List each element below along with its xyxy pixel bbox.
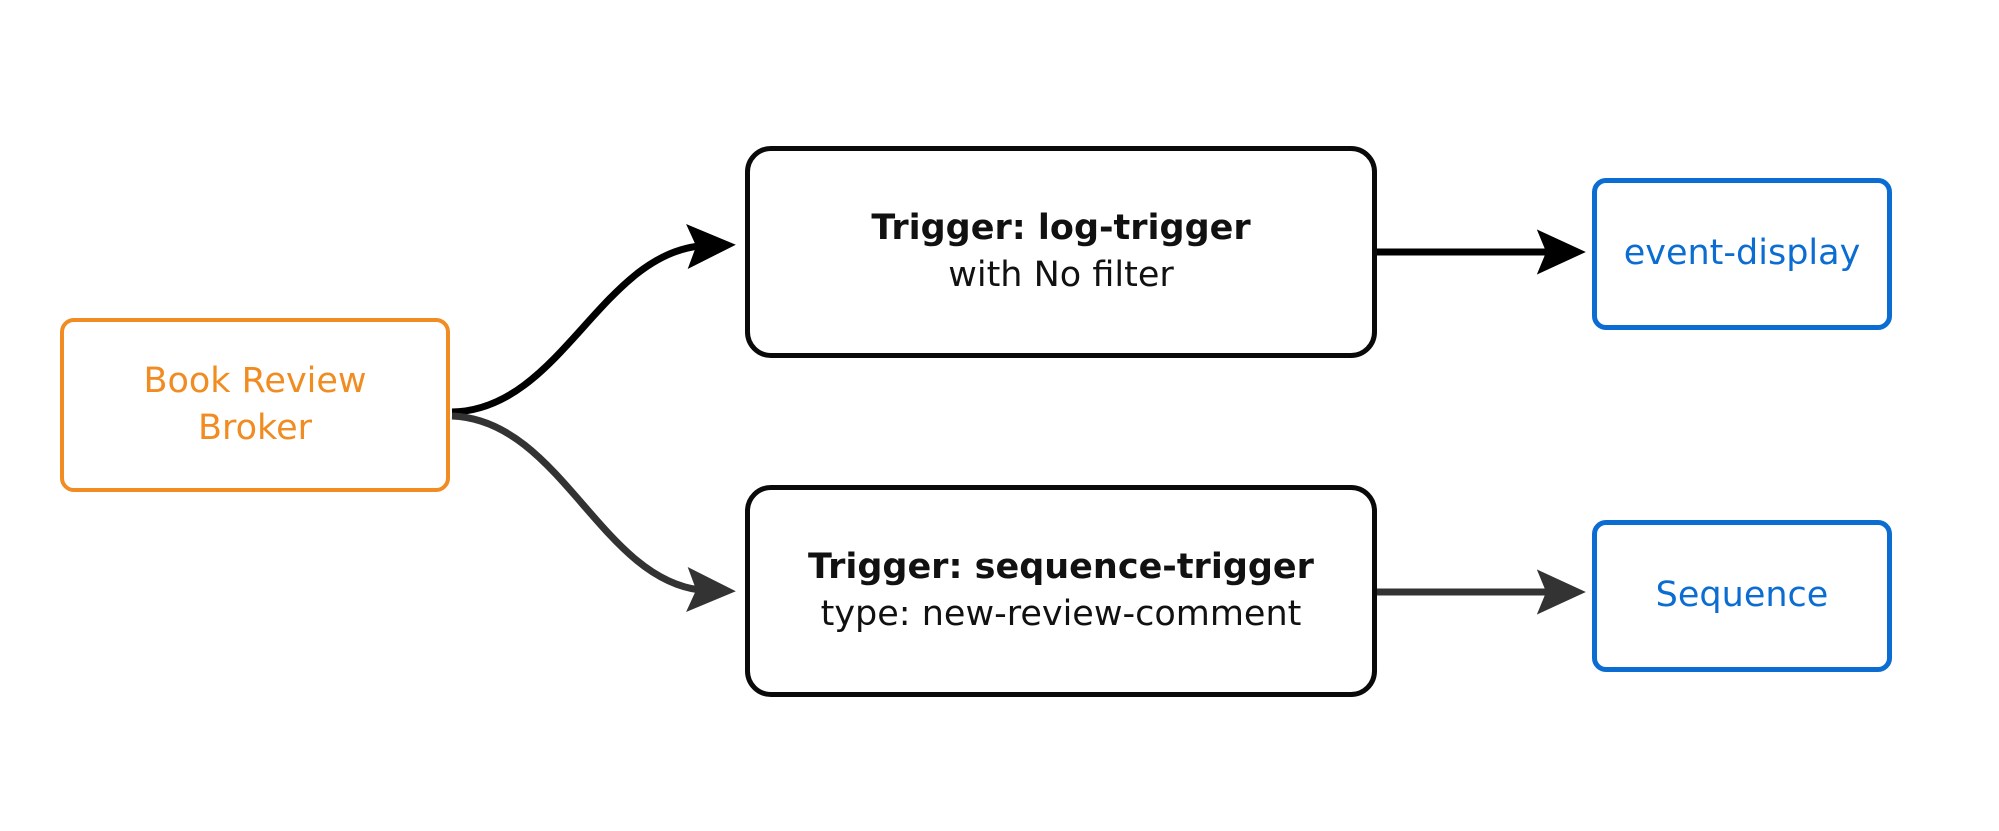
node-book-review-broker[interactable]: Book Review Broker	[60, 318, 450, 492]
sequence-trigger-title: Trigger: sequence-trigger	[808, 547, 1314, 588]
sequence-trigger-subtitle: type: new-review-comment	[820, 594, 1302, 634]
node-sink-event-display[interactable]: event-display	[1592, 178, 1892, 330]
broker-label-line-2: Broker	[198, 408, 312, 448]
log-trigger-subtitle: with No filter	[948, 255, 1174, 295]
node-trigger-sequence-trigger[interactable]: Trigger: sequence-trigger type: new-revi…	[745, 485, 1377, 697]
sequence-label: Sequence	[1655, 575, 1829, 616]
node-trigger-log-trigger[interactable]: Trigger: log-trigger with No filter	[745, 146, 1377, 358]
log-trigger-title: Trigger: log-trigger	[871, 208, 1251, 249]
broker-label-line-1: Book Review	[143, 361, 367, 402]
edge-broker-to-log-trigger	[451, 223, 736, 416]
event-display-label: event-display	[1623, 233, 1861, 274]
node-sink-sequence[interactable]: Sequence	[1592, 520, 1892, 672]
edge-broker-to-sequence-trigger	[451, 412, 736, 613]
